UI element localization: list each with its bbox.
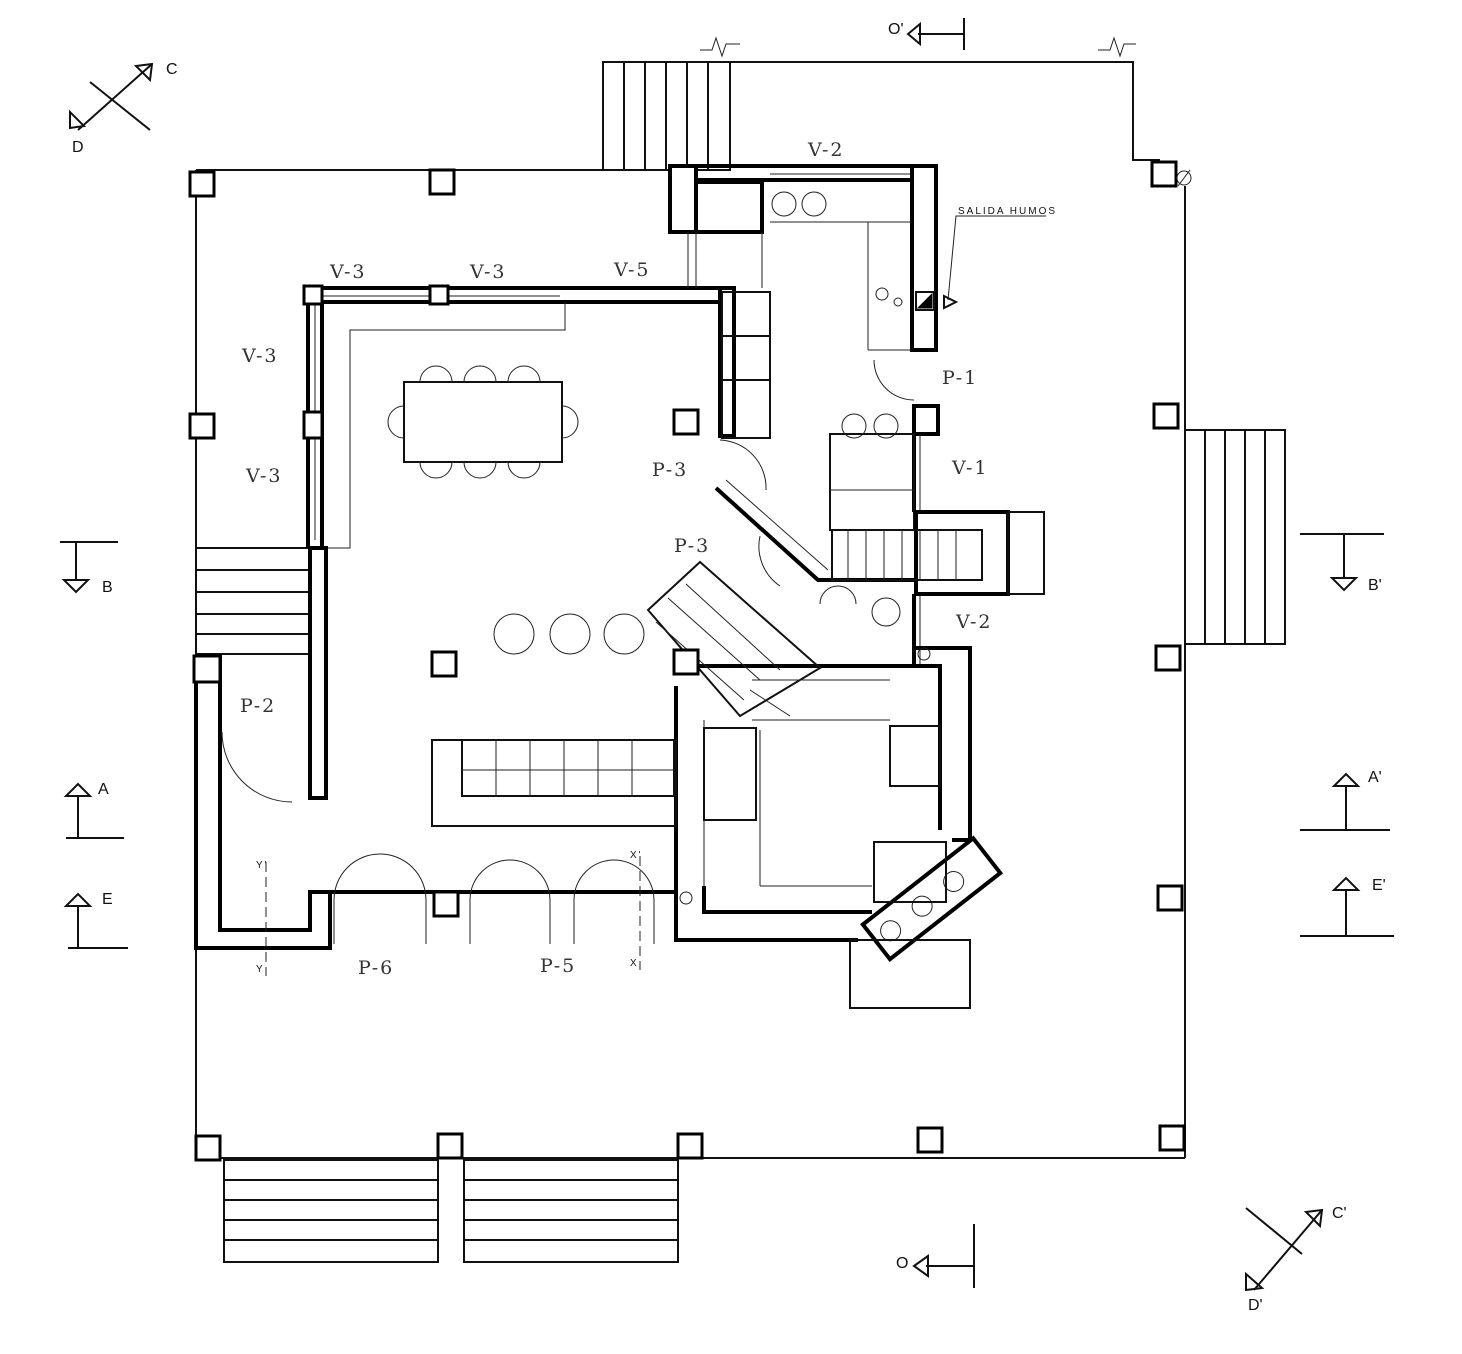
marker-d-prime: D': [1248, 1297, 1263, 1314]
interior-details: [387, 191, 1045, 1009]
label-v3-a: V-3: [329, 261, 367, 283]
label-p1: P-1: [942, 367, 978, 389]
marker-y-prime: Y': [256, 860, 269, 871]
section-markers: [60, 18, 1394, 1292]
label-p3-b: P-3: [674, 535, 710, 557]
marker-labels: C D C' D' O O' B B' A A' E E' X' X Y' Y: [72, 21, 1386, 1314]
marker-o-prime: O': [888, 21, 904, 38]
label-p6: P-6: [358, 957, 394, 979]
columns: [188, 160, 1192, 1162]
marker-a: A: [98, 781, 109, 798]
marker-d: D: [72, 139, 84, 156]
marker-b: B: [102, 579, 113, 596]
marker-e: E: [102, 891, 113, 908]
label-p2: P-2: [240, 695, 276, 717]
doors: [221, 359, 915, 944]
label-salida-humos: SALIDA HUMOS: [958, 206, 1057, 217]
marker-a-prime: A': [1368, 769, 1382, 786]
marker-o: O: [896, 1255, 908, 1272]
marker-x: X: [630, 958, 639, 969]
bottom-stairs: [223, 1159, 679, 1263]
label-v3-d: V-3: [245, 465, 283, 487]
marker-c: C: [166, 61, 178, 78]
label-v3-b: V-3: [469, 261, 507, 283]
left-stairs: [195, 547, 311, 655]
label-p3-a: P-3: [652, 459, 688, 481]
label-p5: P-5: [540, 955, 576, 977]
marker-b-prime: B': [1368, 577, 1382, 594]
room-labels: V-2 V-3 V-3 V-5 V-3 V-3 P-1 V-1 P-3 P-3 …: [240, 139, 1057, 979]
marker-x-prime: X': [630, 850, 643, 861]
marker-y: Y: [256, 964, 265, 975]
label-v1: V-1: [951, 457, 989, 479]
house-walls: [194, 164, 972, 950]
label-v3-c: V-3: [241, 345, 279, 367]
label-v5: V-5: [613, 259, 651, 281]
label-v2-right: V-2: [955, 611, 993, 633]
right-stairs: [1184, 429, 1286, 645]
label-v2-top: V-2: [807, 139, 845, 161]
marker-c-prime: C': [1332, 1205, 1347, 1222]
top-stairs: [602, 61, 731, 171]
marker-e-prime: E': [1372, 877, 1386, 894]
